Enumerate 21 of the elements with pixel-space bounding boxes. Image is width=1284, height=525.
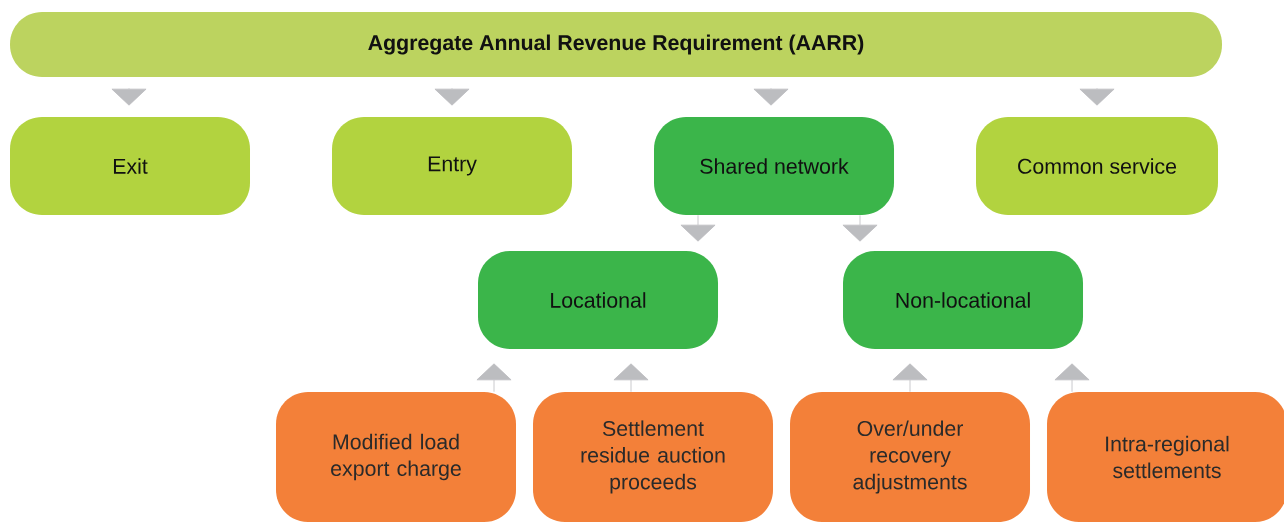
- category-box: Non-locational: [843, 251, 1083, 349]
- arrow: [1054, 363, 1090, 393]
- arrow: [1079, 87, 1115, 106]
- arrow: [892, 363, 928, 393]
- arrow: [842, 214, 878, 242]
- arrow: [434, 87, 470, 106]
- component-box: Modified load export charge: [276, 392, 516, 522]
- arrow: [680, 214, 716, 242]
- category-box: Exit: [10, 117, 250, 215]
- arrow: [111, 87, 147, 106]
- component-box: Over/under recovery adjustments: [790, 392, 1030, 522]
- category-box: Entry: [332, 117, 572, 215]
- banner-box: Aggregate Annual Revenue Requirement (AARR): [10, 11, 1222, 78]
- arrow: [753, 87, 789, 106]
- category-box: Locational: [478, 251, 718, 349]
- category-box: Common service: [976, 117, 1218, 215]
- category-box: Shared network: [654, 117, 894, 215]
- component-box: Intra-regional settlements: [1047, 392, 1284, 522]
- arrow: [613, 363, 649, 393]
- arrow: [476, 363, 512, 393]
- component-box: Settlement residue auction proceeds: [533, 392, 773, 522]
